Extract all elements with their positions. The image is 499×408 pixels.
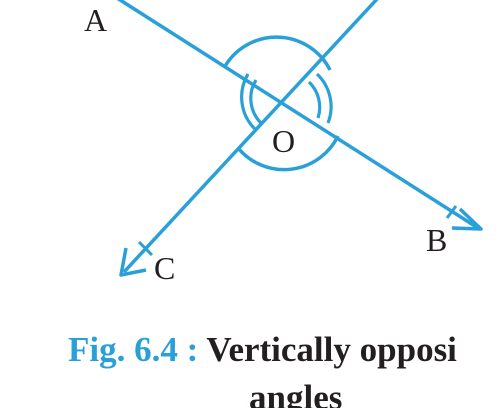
arrowhead-b bbox=[451, 207, 483, 231]
point-label-a: A bbox=[84, 2, 107, 38]
angle-arc-right-outer bbox=[315, 72, 333, 124]
angle-arc-left-outer bbox=[240, 73, 258, 132]
angle-arc-bottom bbox=[236, 135, 340, 172]
figure-number: Fig. 6.4 : bbox=[68, 330, 199, 369]
figure-caption: Fig. 6.4 : Vertically opposi angles bbox=[68, 326, 499, 408]
point-label-b: B bbox=[426, 222, 447, 258]
figure-title-line2: angles bbox=[249, 378, 343, 408]
point-label-o: O bbox=[272, 123, 295, 159]
angle-arc-left-inner bbox=[249, 79, 264, 126]
point-label-c: C bbox=[154, 250, 175, 286]
angle-arc-right-inner bbox=[307, 80, 322, 119]
figure-title-line1: Vertically opposi bbox=[206, 330, 457, 369]
tick-mark-oc bbox=[137, 240, 154, 257]
line-ab bbox=[116, 0, 479, 230]
line-oc bbox=[122, 0, 379, 274]
tick-mark-ob bbox=[445, 205, 458, 219]
angle-arc-top bbox=[222, 35, 332, 71]
arrowhead-c bbox=[119, 247, 147, 277]
